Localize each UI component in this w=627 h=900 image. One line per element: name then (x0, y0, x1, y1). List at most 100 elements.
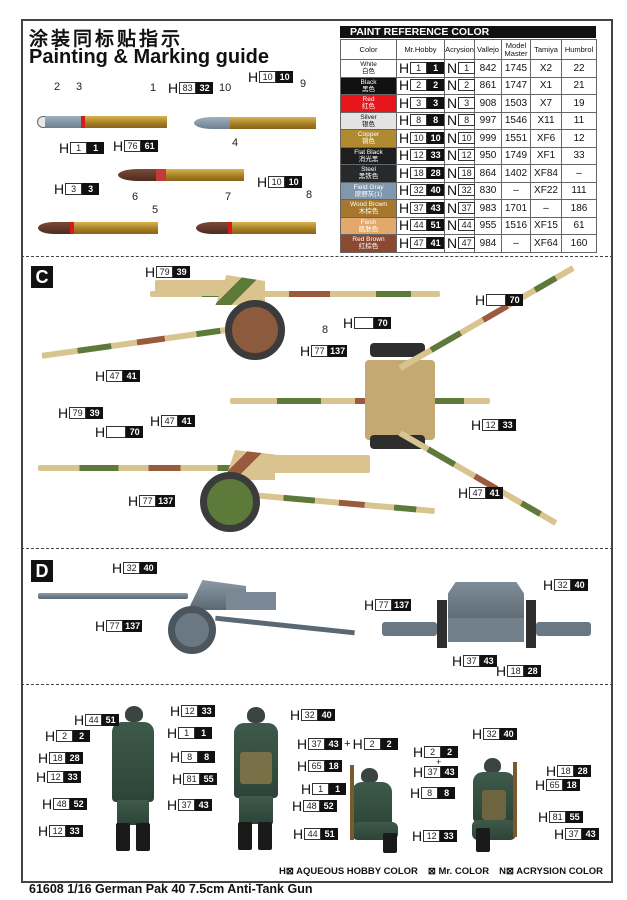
gun-barrel (230, 398, 490, 404)
humbrol-cell: 22 (561, 59, 597, 78)
brass-case (230, 117, 316, 129)
part-number: 2 (54, 81, 61, 93)
brass-case (74, 222, 158, 234)
vallejo-cell: 997 (474, 111, 502, 130)
part-number: 4 (232, 137, 239, 149)
model-master-cell: 1503 (501, 94, 531, 113)
shell-3 (118, 169, 244, 181)
section-d-badge: D (31, 560, 53, 582)
vallejo-cell: 950 (474, 146, 502, 165)
tamiya-cell: X2 (530, 59, 562, 78)
part-number: 3 (76, 81, 83, 93)
model-master-cell: – (501, 181, 531, 200)
shell-nose (194, 117, 230, 129)
vallejo-cell: 842 (474, 59, 502, 78)
part-number: 1 (150, 82, 157, 94)
model-master-cell: 1747 (501, 76, 531, 95)
red-band (228, 222, 232, 234)
part-number: 9 (300, 78, 307, 90)
tamiya-cell: XF15 (530, 216, 562, 235)
humbrol-cell: 111 (561, 181, 597, 200)
footer-product-title: 61608 1/16 German Pak 40 7.5cm Anti-Tank… (29, 882, 313, 896)
model-master-cell: 1749 (501, 146, 531, 165)
paint-table-grid: Color Mr.Hobby Acrysion Vallejo Model Ma… (340, 39, 597, 253)
gun-wheel-right (526, 600, 536, 648)
title-english: Painting & Marking guide (29, 46, 270, 68)
section-c-badge: C (31, 266, 53, 288)
humbrol-cell: – (561, 164, 597, 183)
gun-mount (365, 360, 435, 440)
shell-4 (38, 222, 158, 234)
col-header-mrhobby: Mr.Hobby (396, 39, 445, 60)
red-band (70, 222, 74, 234)
col-header-color: Color (340, 39, 397, 60)
tamiya-cell: XF64 (530, 234, 562, 253)
paint-legend: H⊠ AQUEOUS HOBBY COLOR ⊠ Mr. COLOR N⊠ AC… (279, 866, 603, 877)
shell-nose (38, 222, 70, 234)
part-number: 8 (322, 324, 329, 336)
humbrol-cell: 21 (561, 76, 597, 95)
trail-right (536, 622, 591, 636)
gun-barrel (150, 291, 440, 297)
humbrol-cell: 11 (561, 111, 597, 130)
trail-left (382, 622, 437, 636)
shell-nose (118, 169, 158, 181)
humbrol-cell: 33 (561, 146, 597, 165)
tamiya-cell: X11 (530, 111, 562, 130)
gun-cradle (226, 592, 276, 610)
col-header-acrysion: Acrysion (444, 39, 475, 60)
humbrol-cell: 160 (561, 234, 597, 253)
part-number: 6 (132, 191, 139, 203)
col-header-humbrol: Humbrol (561, 39, 597, 60)
gun-wheel (168, 606, 216, 654)
gun-barrel (38, 465, 268, 471)
